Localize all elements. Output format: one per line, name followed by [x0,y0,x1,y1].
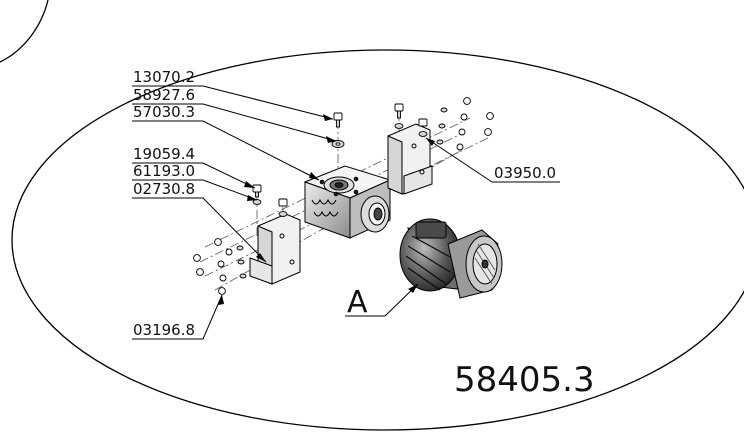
part-label-13070-2: 13070.2 [133,68,195,86]
part-label-61193-0: 61193.0 [133,162,195,180]
part-label-58927-6: 58927.6 [133,86,195,104]
assembly-number: 58405.3 [454,360,595,400]
detail-circle-arc [0,0,49,63]
bolts-and-washers [193,97,494,295]
mounting-bracket-right [387,123,433,195]
part-number-labels: 13070.2 58927.6 57030.3 19059.4 61193.0 … [133,68,556,339]
part-label-02730-8: 02730.8 [133,180,195,198]
part-label-19059-4: 19059.4 [133,145,195,163]
callout-letter-a: A [347,285,368,320]
gearbox-housing [303,165,392,239]
part-label-03196-8: 03196.8 [133,321,195,339]
part-label-57030-3: 57030.3 [133,103,195,121]
part-label-03950-0: 03950.0 [494,164,556,182]
mounting-bracket-left [249,213,301,285]
leader-arrowheads [218,114,435,305]
detail-ellipse [11,49,744,431]
electric-motor [399,218,503,299]
leader-lines [132,85,560,340]
